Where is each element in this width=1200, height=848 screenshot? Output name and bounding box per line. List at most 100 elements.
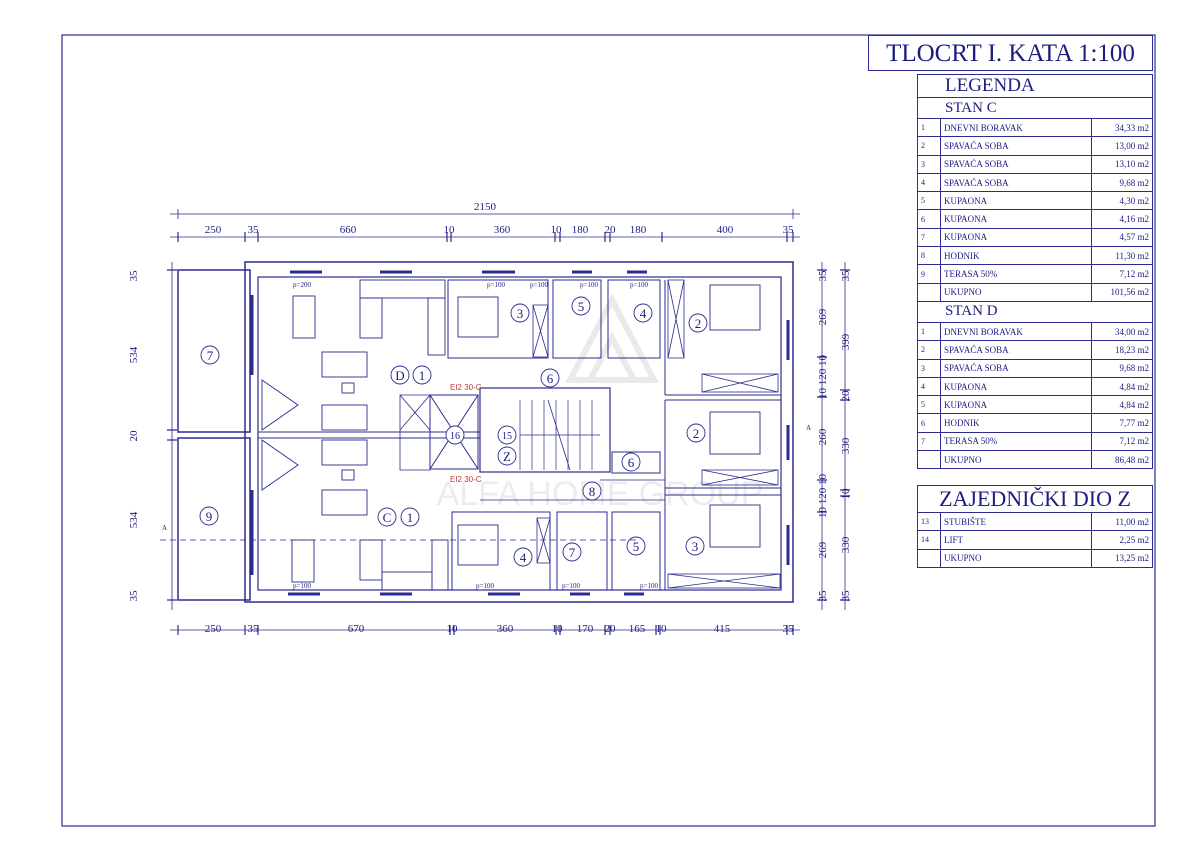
svg-text:400: 400 [717, 224, 734, 236]
svg-text:D: D [395, 368, 404, 383]
legend-area: 18,23 m2 [1091, 340, 1153, 360]
svg-text:A: A [162, 524, 167, 532]
legend-no: 3 [917, 358, 941, 378]
svg-text:p=100: p=100 [630, 281, 648, 289]
legend-area: 11,00 m2 [1091, 511, 1153, 532]
legend-name: TERASA 50% [940, 264, 1092, 284]
sheet-border [61, 34, 1156, 827]
svg-text:35: 35 [840, 270, 852, 282]
legend-no: 2 [917, 340, 941, 360]
legend-heading: LEGENDA [917, 74, 1153, 98]
legend-name: DNEVNI BORAVAK [940, 117, 1092, 138]
legend-name: SPAVAĆA SOBA [940, 172, 1092, 193]
svg-text:EI2 30-C: EI2 30-C [450, 383, 482, 392]
svg-text:5: 5 [633, 539, 640, 554]
svg-text:170: 170 [577, 623, 594, 635]
svg-text:4: 4 [640, 306, 647, 321]
legend-name: KUPAONA [940, 376, 1092, 397]
svg-text:330: 330 [840, 437, 852, 454]
svg-text:269: 269 [817, 541, 829, 558]
svg-text:10: 10 [444, 224, 456, 236]
svg-text:6: 6 [628, 455, 635, 470]
svg-text:10 120 10: 10 120 10 [817, 355, 829, 400]
legend-no: 5 [917, 191, 941, 211]
svg-text:2: 2 [695, 316, 702, 331]
svg-text:250: 250 [205, 224, 222, 236]
svg-text:180: 180 [572, 224, 589, 236]
legend-no: 9 [917, 264, 941, 284]
svg-text:10: 10 [447, 623, 459, 635]
legend-name: SPAVAĆA SOBA [940, 154, 1092, 174]
svg-text:4: 4 [520, 550, 527, 565]
walls [177, 261, 794, 603]
legend-area: 9,68 m2 [1091, 172, 1153, 193]
svg-text:1: 1 [407, 510, 414, 525]
svg-text:p=200: p=200 [293, 281, 311, 289]
legend-no: 13 [917, 511, 941, 532]
svg-text:10 120 10: 10 120 10 [817, 474, 829, 519]
svg-text:165: 165 [629, 623, 646, 635]
svg-text:670: 670 [348, 623, 365, 635]
svg-text:20: 20 [128, 430, 140, 442]
legend-no: 7 [917, 227, 941, 248]
dimension-labels: 2150 250 35 660 10 360 10 180 20 180 400… [128, 201, 852, 635]
legend-no: 5 [917, 395, 941, 415]
legend-name: SPAVAĆA SOBA [940, 136, 1092, 156]
svg-text:p=100: p=100 [476, 582, 494, 590]
legend-no: 3 [917, 154, 941, 174]
svg-text:p=100: p=100 [293, 582, 311, 590]
drawing-title: TLOCRT I. KATA 1:100 [868, 35, 1153, 71]
legend-name: KUPAONA [940, 227, 1092, 248]
legend-no: 14 [917, 530, 941, 550]
svg-text:16: 16 [450, 431, 460, 442]
svg-text:360: 360 [494, 224, 511, 236]
legend-name: SPAVAĆA SOBA [940, 340, 1092, 360]
svg-text:p=100: p=100 [530, 281, 548, 289]
legend-area: 11,30 m2 [1091, 246, 1153, 266]
legend-area: 7,12 m2 [1091, 431, 1153, 452]
svg-text:534: 534 [128, 511, 140, 528]
svg-text:1: 1 [419, 368, 426, 383]
svg-text:35: 35 [783, 623, 795, 635]
legend-no: 4 [917, 376, 941, 397]
watermark: ALFA HOME GROUP [437, 293, 763, 513]
svg-text:20: 20 [605, 224, 617, 236]
svg-text:35: 35 [840, 590, 852, 602]
legend-name: KUPAONA [940, 209, 1092, 229]
legend-area: 7,77 m2 [1091, 413, 1153, 433]
section-title: STAN D [917, 300, 1153, 323]
legend-name: HODNIK [940, 413, 1092, 433]
svg-text:534: 534 [128, 346, 140, 363]
svg-text:p=100: p=100 [487, 281, 505, 289]
svg-text:8: 8 [589, 484, 596, 499]
svg-text:Z: Z [503, 449, 511, 464]
svg-text:3: 3 [517, 306, 524, 321]
legend-name: HODNIK [940, 246, 1092, 266]
legend-no: 1 [917, 321, 941, 342]
legend-no: 6 [917, 209, 941, 229]
legend-name: STUBIŠTE [940, 511, 1092, 532]
svg-text:660: 660 [340, 224, 357, 236]
legend-name: KUPAONA [940, 191, 1092, 211]
plan-annotations: EI2 30-C EI2 30-C p=200 p=100 p=100 p=10… [160, 281, 811, 590]
section-title: STAN C [917, 97, 1153, 119]
svg-text:260: 260 [817, 428, 829, 445]
legend-area: 4,16 m2 [1091, 209, 1153, 229]
legend-area: 4,84 m2 [1091, 395, 1153, 415]
svg-text:20: 20 [605, 623, 617, 635]
svg-text:2150: 2150 [474, 201, 497, 213]
svg-text:6: 6 [547, 371, 554, 386]
